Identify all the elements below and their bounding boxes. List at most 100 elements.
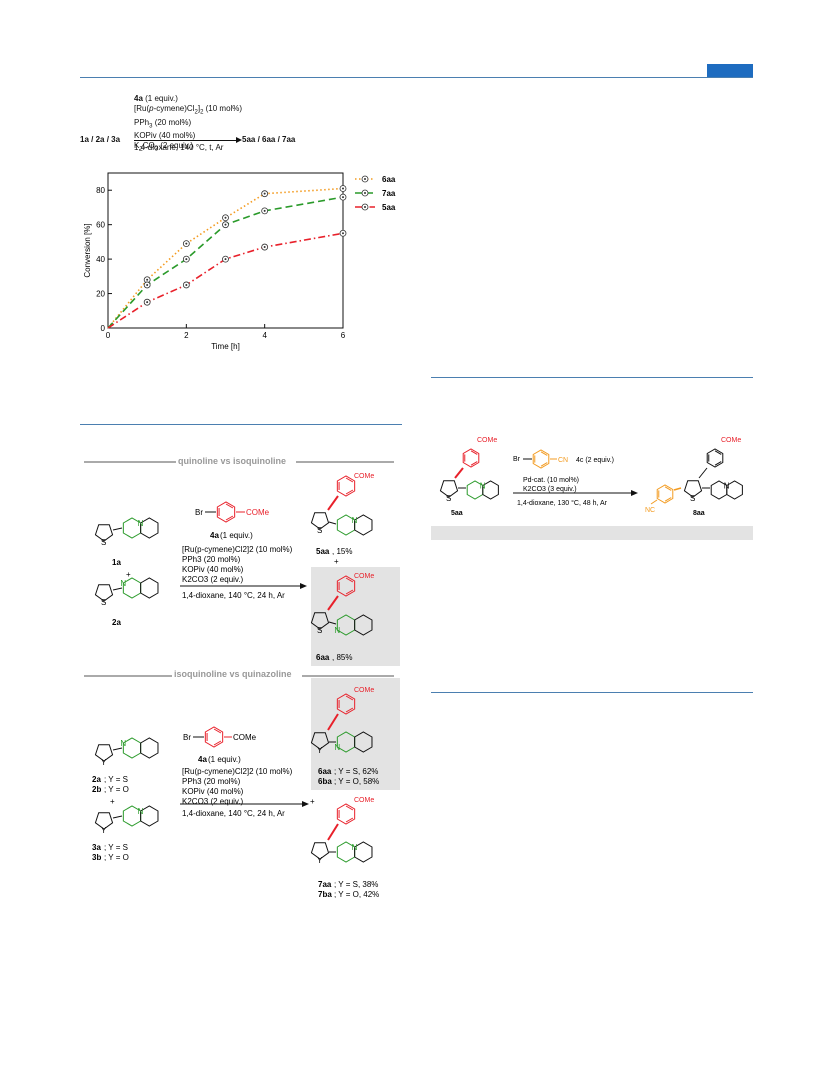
data-point-dot	[185, 283, 188, 286]
reagent-line: PPh3 (20 mol%)	[182, 555, 241, 564]
data-point-dot	[185, 242, 188, 245]
section-rule	[431, 377, 753, 378]
aryl-ring	[462, 448, 480, 468]
product-label: 6aa	[316, 653, 330, 662]
acetyl-label: COMe	[354, 473, 374, 480]
series-line-7aa	[107, 196, 344, 329]
double-bond	[345, 817, 354, 823]
top-arrow	[134, 140, 238, 141]
top-reagent: 4a (1 equiv.)	[134, 94, 178, 103]
aryl-ring	[336, 693, 356, 715]
nitrogen-label: N	[138, 519, 144, 528]
data-point-dot	[342, 196, 344, 199]
y-axis-label: Conversion [%]	[83, 223, 92, 277]
product-label: 6ba	[318, 777, 332, 786]
acetyl-label: COMe	[477, 437, 497, 444]
x-tick-label: 2	[184, 331, 189, 340]
double-bond	[664, 486, 672, 491]
sm-label: 2a	[92, 775, 101, 784]
cyano-label: CN	[558, 457, 568, 464]
product-label: 6aa	[318, 767, 332, 776]
thiophene-ring	[439, 480, 459, 498]
fused-benzene-ring	[354, 514, 373, 536]
product-yield: , 15%	[332, 547, 352, 556]
double-bond	[664, 497, 672, 502]
reagent-line: K2CO3 (3 equiv.)	[523, 486, 577, 493]
thiophene-ring	[310, 732, 330, 750]
thiophene-ring	[94, 584, 114, 602]
new-cc-bond	[327, 495, 339, 511]
sm-label: 3a	[92, 843, 101, 852]
acetyl-label: COMe	[354, 797, 374, 804]
data-point-dot	[146, 278, 149, 281]
aryl-ring	[656, 484, 674, 504]
thiophene-ring	[310, 842, 330, 860]
bromo-label: Br	[195, 508, 203, 517]
aryl-ring	[336, 475, 356, 497]
legend-label-5aa: 5aa	[382, 203, 396, 212]
double-bond	[345, 577, 354, 583]
bond	[650, 499, 658, 505]
reagent-label: 4a	[210, 531, 219, 540]
conditions-label: 1,4-dioxane, 140 °C, 24 h, Ar	[182, 809, 285, 818]
sm-desc: ; Y = O	[104, 853, 129, 862]
bromo-label: Br	[513, 456, 521, 463]
heteroatom-label: S	[446, 494, 451, 503]
fused-benzene-ring	[140, 577, 159, 599]
cyano-label: NC	[645, 507, 655, 514]
fused-benzene-ring	[140, 517, 159, 539]
y-tick-label: 0	[101, 324, 106, 333]
product-yield: ; Y = O, 42%	[334, 890, 379, 899]
conditions-label: 1,4-dioxane, 130 °C, 48 h, Ar	[517, 499, 608, 507]
double-bond	[213, 728, 222, 734]
nitrogen-label: N	[120, 579, 126, 588]
double-bond	[345, 589, 354, 595]
double-bond	[225, 503, 234, 509]
heteroatom-label: Y	[317, 746, 323, 755]
reagent-label: (1 equiv.)	[220, 531, 253, 540]
double-bond	[714, 461, 722, 466]
plot-frame	[107, 172, 344, 329]
thiophene-ring	[310, 512, 330, 530]
thiophene-ring	[94, 744, 114, 762]
data-point-dot	[224, 216, 227, 219]
x-tick-label: 6	[341, 331, 346, 340]
double-bond	[470, 461, 478, 466]
heteroatom-label: S	[101, 598, 106, 607]
nitrogen-label: N	[120, 739, 126, 748]
reaction-arrow-head	[300, 583, 307, 589]
section-rule	[80, 424, 402, 425]
page-badge	[707, 64, 753, 77]
bond	[112, 587, 123, 591]
new-cc-bond	[327, 713, 339, 731]
sm-label: 1a	[112, 558, 121, 567]
sm-desc: ; Y = O	[104, 785, 129, 794]
top-reagent-list: 4a (1 equiv.) [Ru(p-cymene)Cl2]2 (10 mol…	[134, 94, 242, 155]
product-label: 7aa	[318, 880, 332, 889]
legend-marker-dot	[364, 192, 366, 194]
plus-sign: +	[310, 797, 315, 806]
x-tick-label: 4	[262, 331, 267, 340]
series-line-5aa	[107, 232, 344, 329]
thiophene-ring	[683, 480, 703, 498]
nitrogen-label: N	[334, 626, 340, 635]
data-point-dot	[263, 192, 266, 195]
double-bond	[470, 450, 478, 455]
fused-benzene-ring	[140, 805, 159, 827]
y-tick-label: 40	[96, 255, 105, 264]
acetyl-label: COMe	[354, 687, 374, 694]
thiophene-ring	[94, 812, 114, 830]
aryl-ring	[336, 575, 356, 597]
reagent-line: [Ru(p-cymene)Cl2]2 (10 mol%)	[182, 545, 293, 554]
series-line-6aa	[107, 187, 344, 329]
divider-left	[84, 461, 176, 463]
heteroatom-label: Y	[101, 826, 107, 835]
reagent-label: (1 equiv.)	[208, 755, 241, 764]
double-bond	[345, 489, 354, 495]
divider-right	[296, 461, 394, 463]
bond	[112, 747, 123, 751]
heteroatom-label: Y	[317, 856, 323, 865]
